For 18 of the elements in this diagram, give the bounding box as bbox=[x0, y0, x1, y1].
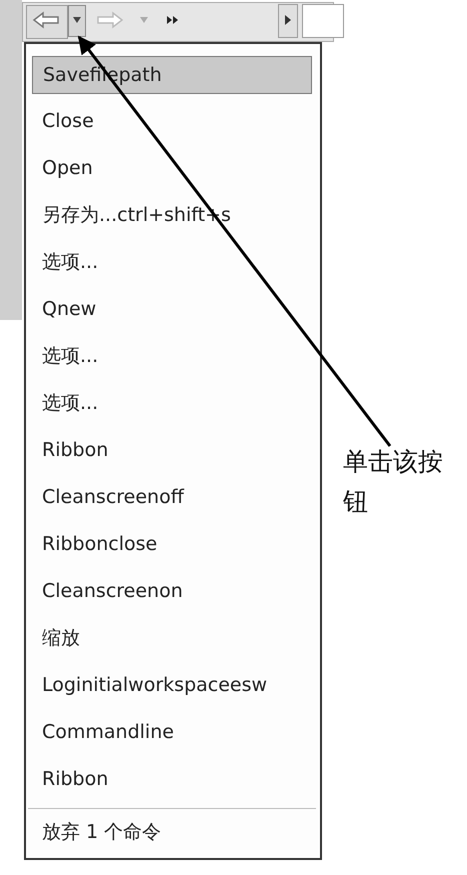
menu-item: 缩放 bbox=[42, 626, 80, 651]
dropdown-button bbox=[68, 5, 86, 37]
menu-item: Cleanscreenon bbox=[42, 579, 183, 604]
status-text: 放弃 1 个命令 bbox=[42, 820, 162, 845]
menu-item: Ribbon bbox=[42, 438, 108, 463]
menu-item: Close bbox=[42, 109, 94, 134]
menu-item: Open bbox=[42, 156, 93, 181]
menu-item: 选项... bbox=[42, 391, 98, 416]
menu-item: Ribbon bbox=[42, 767, 108, 792]
menu-item: Loginitialworkspaceesw bbox=[42, 673, 268, 698]
menu-item: 选项... bbox=[42, 344, 98, 369]
menu-item: Ribbonclose bbox=[42, 532, 158, 557]
menu-item: Qnew bbox=[42, 297, 96, 322]
callout-text: 单击该按钮 bbox=[343, 442, 453, 522]
menu-item: Cleanscreenoff bbox=[42, 485, 184, 510]
menu-item: Commandline bbox=[42, 720, 174, 745]
menu-item: 选项... bbox=[42, 250, 98, 275]
arrow bbox=[78, 36, 392, 447]
